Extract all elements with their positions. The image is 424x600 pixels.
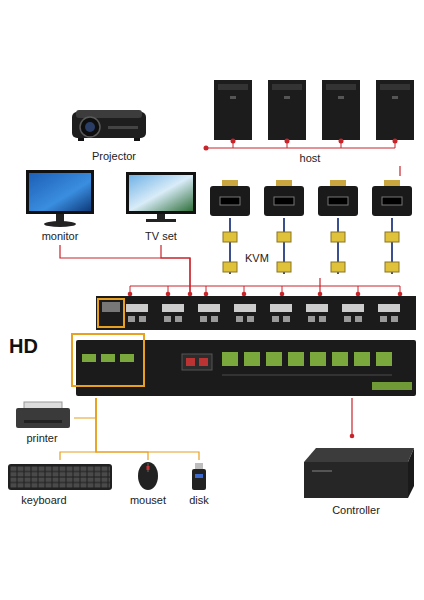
connector-line — [399, 166, 400, 176]
tv-art — [126, 172, 196, 222]
controller-art — [304, 448, 414, 498]
device-label: keyboard — [21, 494, 66, 507]
device-label: printer — [26, 432, 57, 445]
usb-highlight — [72, 299, 144, 386]
projector-art — [72, 110, 146, 141]
device-label: disk — [189, 494, 209, 507]
hdmi-adapters — [210, 180, 412, 216]
printer-art — [16, 402, 70, 428]
host-group: host — [200, 78, 420, 166]
connector-line — [351, 398, 352, 436]
device-label: Projector — [92, 150, 136, 163]
projector-device: Projector — [62, 98, 166, 164]
switch-back — [96, 296, 416, 330]
host-towers — [214, 80, 414, 140]
controller-box: Controller — [296, 436, 416, 520]
back-wiring — [130, 286, 400, 296]
kvm-cable-group: KVM — [204, 176, 420, 278]
keyboard-art — [8, 464, 112, 490]
device-label: monitor — [42, 230, 79, 243]
connector-line — [60, 398, 96, 460]
kvm-switch: HD — [74, 294, 417, 398]
monitor-device: monitor — [20, 165, 100, 245]
device-label: KVM — [245, 252, 269, 265]
switch-front — [76, 340, 416, 396]
printer-device: printer — [10, 400, 74, 446]
mouse-device: mouset — [126, 460, 170, 508]
mouse-art — [138, 462, 158, 490]
device-label: mouset — [130, 494, 166, 507]
connector-line — [96, 398, 148, 460]
connector-line — [74, 398, 96, 418]
connector-line — [319, 278, 320, 294]
host-dots — [204, 139, 398, 151]
monitor-art — [26, 170, 94, 227]
connector-line — [60, 245, 190, 294]
device-label: Controller — [332, 504, 380, 517]
usb-disk: disk — [178, 460, 220, 508]
connector-line — [96, 398, 199, 460]
disk-art — [192, 463, 206, 490]
connector-line — [161, 245, 190, 294]
kvm-cables — [223, 218, 399, 274]
device-label: TV set — [145, 230, 177, 243]
tv-device: TV set — [122, 165, 200, 245]
device-label: host — [300, 152, 321, 165]
switch-heading: HD — [9, 334, 38, 358]
keyboard-device: keyboard — [4, 460, 116, 508]
